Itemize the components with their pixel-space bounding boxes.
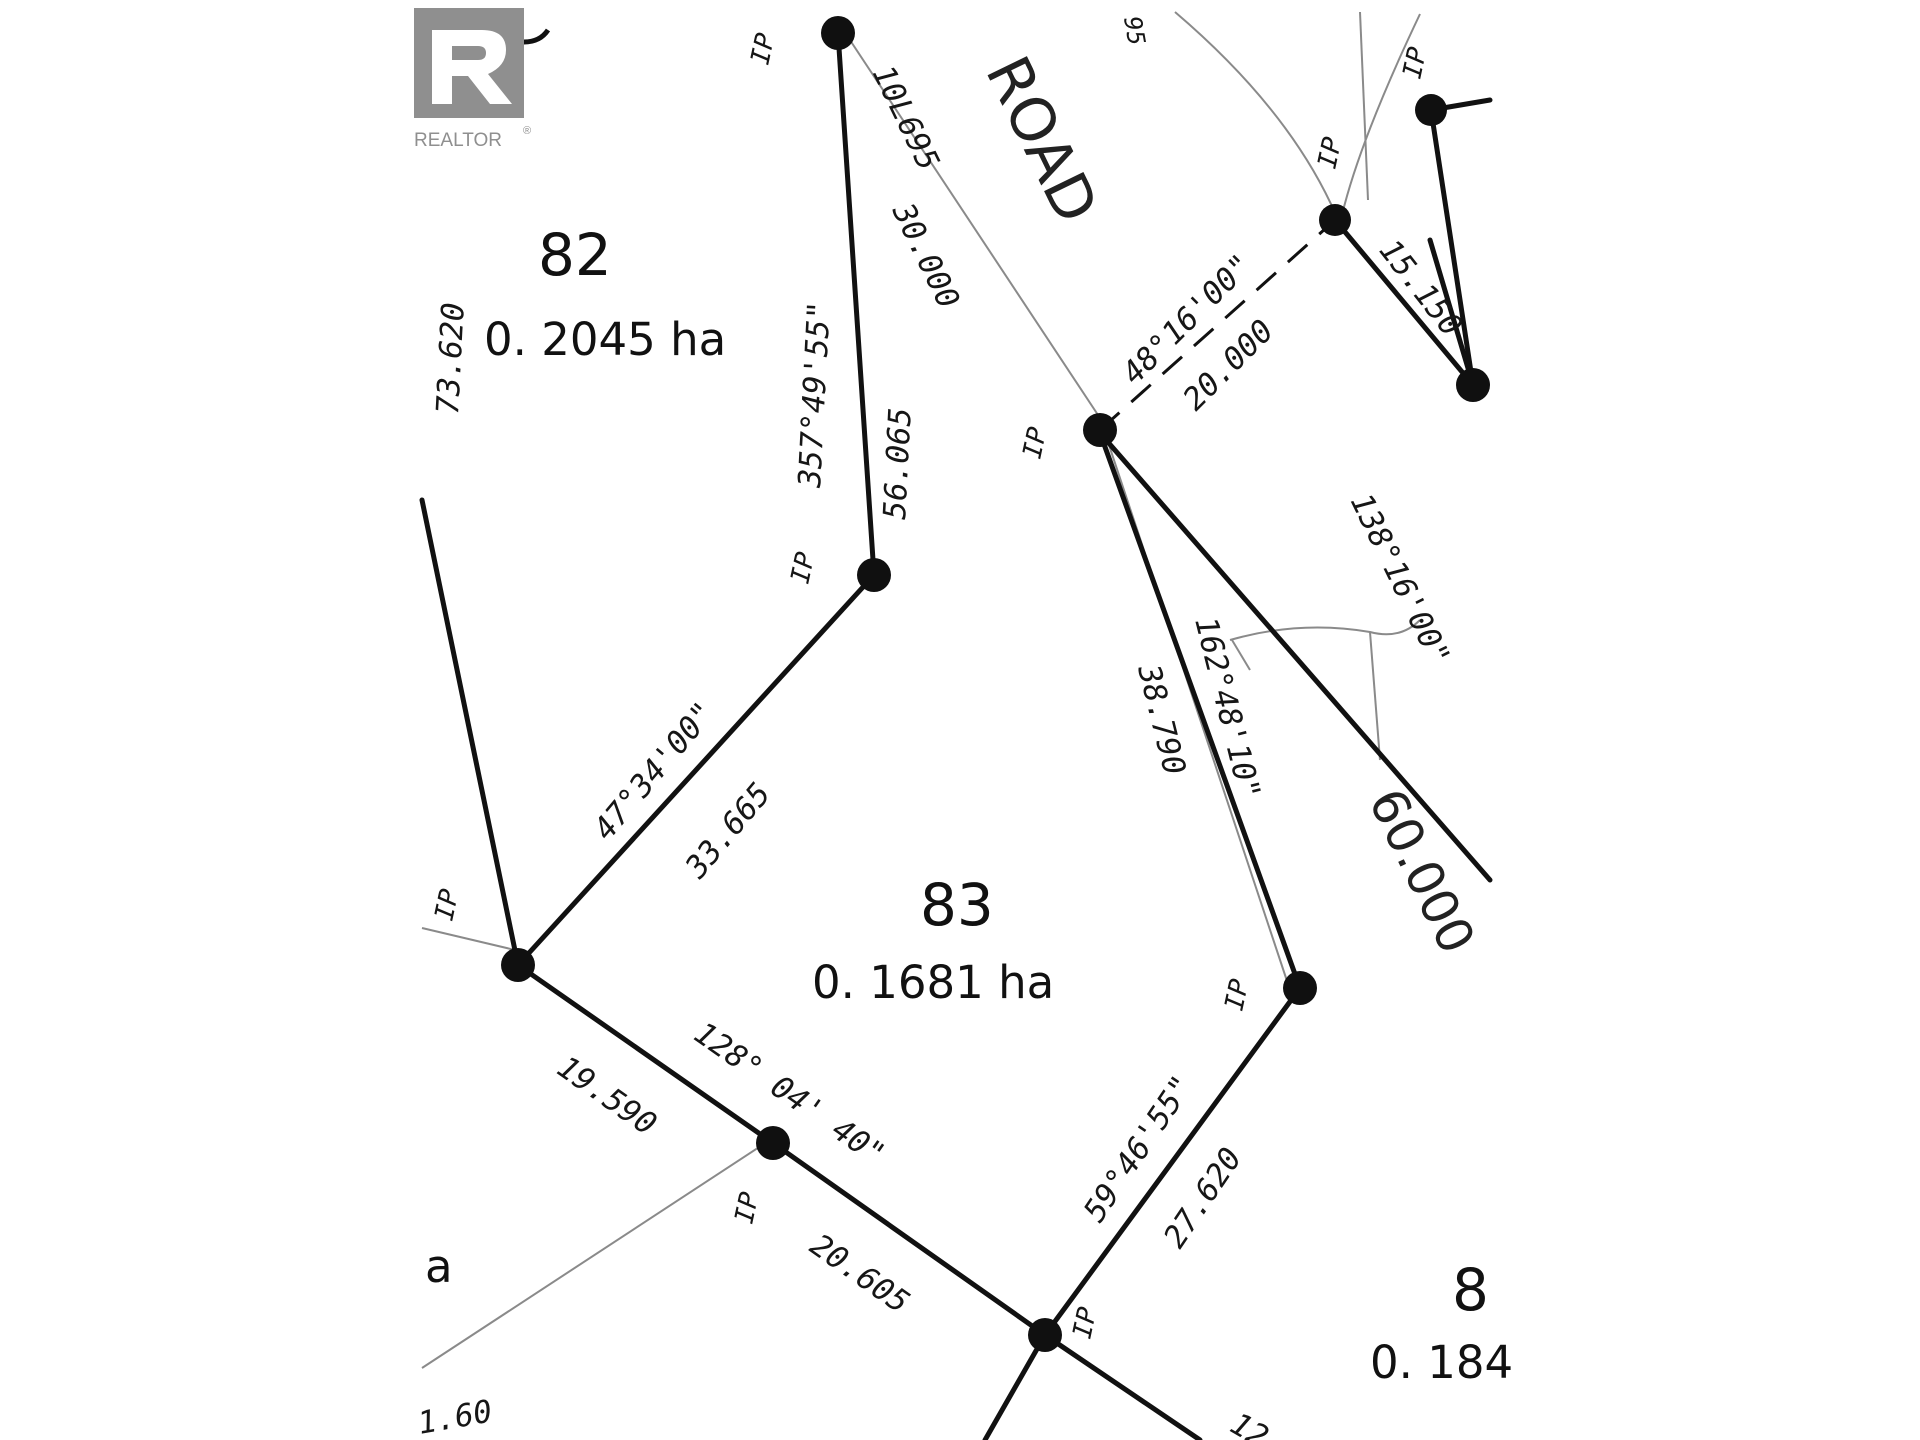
- road-label: ROAD: [972, 46, 1112, 234]
- distance-label: 33.665: [678, 776, 778, 886]
- realtor-logo-registered-mark: ®: [523, 125, 531, 137]
- iron-pins: [501, 16, 1490, 1352]
- distance-label: 95: [1118, 14, 1151, 47]
- distance-label: 27.620: [1157, 1142, 1249, 1255]
- bearing-label: 47°34'00": [587, 695, 723, 847]
- pin-marker: [821, 16, 855, 50]
- bearing-label: 128° 04' 40": [687, 1015, 891, 1173]
- realtor-logo-text: REALTOR: [414, 130, 502, 151]
- realtor-logo: REALTOR ®: [414, 8, 551, 151]
- bearing-label: 10L695: [865, 60, 946, 176]
- pin-marker: [1283, 971, 1317, 1005]
- bearing-label: 138°16'00": [1343, 488, 1457, 672]
- pin-label: IP: [1220, 976, 1256, 1013]
- bearing-labels: 357°49'55" 47°34'00" 128° 04' 40" 59°46'…: [587, 60, 1457, 1229]
- distance-label: 19.590: [550, 1049, 662, 1143]
- pin-marker: [1083, 413, 1117, 447]
- pin-label: IP: [786, 549, 822, 586]
- reference-lines: [421, 11, 1421, 1369]
- pin-label: IP: [1313, 134, 1349, 171]
- pin-label: IP: [1068, 1304, 1104, 1341]
- pin-label: IP: [1398, 44, 1434, 81]
- pin-label: IP: [746, 30, 782, 67]
- lot-area: 0. 184: [1370, 1336, 1513, 1389]
- edge-mark: 12: [1224, 1406, 1274, 1440]
- lot-boundaries: [419, 30, 1493, 1440]
- lot-area: 0. 2045 ha: [484, 313, 726, 366]
- distance-label: 60.000: [1357, 780, 1486, 963]
- pin-label: IP: [730, 1189, 766, 1226]
- lot-area: 0. 1681 ha: [812, 956, 1054, 1009]
- pin-marker: [756, 1126, 790, 1160]
- distance-label: 1.60: [415, 1393, 495, 1440]
- pin-label: IP: [1018, 424, 1054, 461]
- distance-label: 30.000: [884, 197, 966, 314]
- pin-label: IP: [430, 886, 466, 923]
- distance-label: 56.065: [877, 407, 919, 521]
- distance-label: 38.790: [1130, 660, 1192, 778]
- edge-mark: a: [425, 1240, 453, 1293]
- pin-marker: [857, 558, 891, 592]
- pin-marker: [1456, 368, 1490, 402]
- logo-swoosh-icon: [523, 28, 551, 45]
- lot-labels: 82 0. 2045 ha 83 0. 1681 ha 8 0. 184: [484, 221, 1513, 1389]
- pin-marker: [1319, 204, 1351, 236]
- distance-label: 20.605: [803, 1227, 915, 1321]
- bearing-label: 357°49'55": [792, 300, 838, 489]
- pin-labels: IP IP IP IP IP IP IP IP IP: [430, 30, 1434, 1341]
- lot-number: 82: [538, 221, 612, 289]
- pin-marker: [501, 948, 535, 982]
- lot-number: 83: [920, 871, 994, 939]
- pin-marker: [1028, 1318, 1062, 1352]
- pin-marker: [1415, 94, 1447, 126]
- lot-number: 8: [1452, 1256, 1489, 1324]
- distance-label: 73.620: [430, 302, 472, 416]
